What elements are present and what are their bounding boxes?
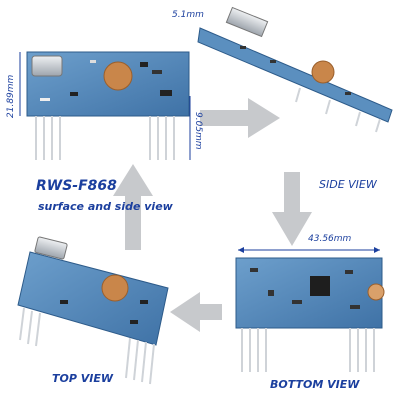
height-dimension: 21.89mm bbox=[6, 74, 16, 118]
product-name: RWS-F868 bbox=[36, 178, 117, 194]
side-view-module bbox=[197, 6, 393, 133]
bottom-view-module bbox=[235, 247, 385, 372]
top-view-module bbox=[17, 236, 169, 385]
surface-view-module bbox=[19, 51, 191, 160]
arrow-left-icon bbox=[170, 292, 222, 332]
thickness-dimension: 5.1mm bbox=[172, 10, 204, 20]
width-dimension: 43.56mm bbox=[308, 234, 352, 244]
arrow-right-icon bbox=[200, 98, 280, 138]
bottom-view-label: BOTTOM VIEW bbox=[270, 378, 360, 391]
arrow-up-icon bbox=[113, 164, 153, 250]
arrow-down-icon bbox=[272, 172, 312, 246]
view-subtitle: surface and side view bbox=[38, 200, 173, 213]
pin-length-dimension: 9.05mm bbox=[193, 112, 203, 150]
top-view-label: TOP VIEW bbox=[52, 372, 113, 385]
side-view-label: SIDE VIEW bbox=[319, 178, 377, 191]
